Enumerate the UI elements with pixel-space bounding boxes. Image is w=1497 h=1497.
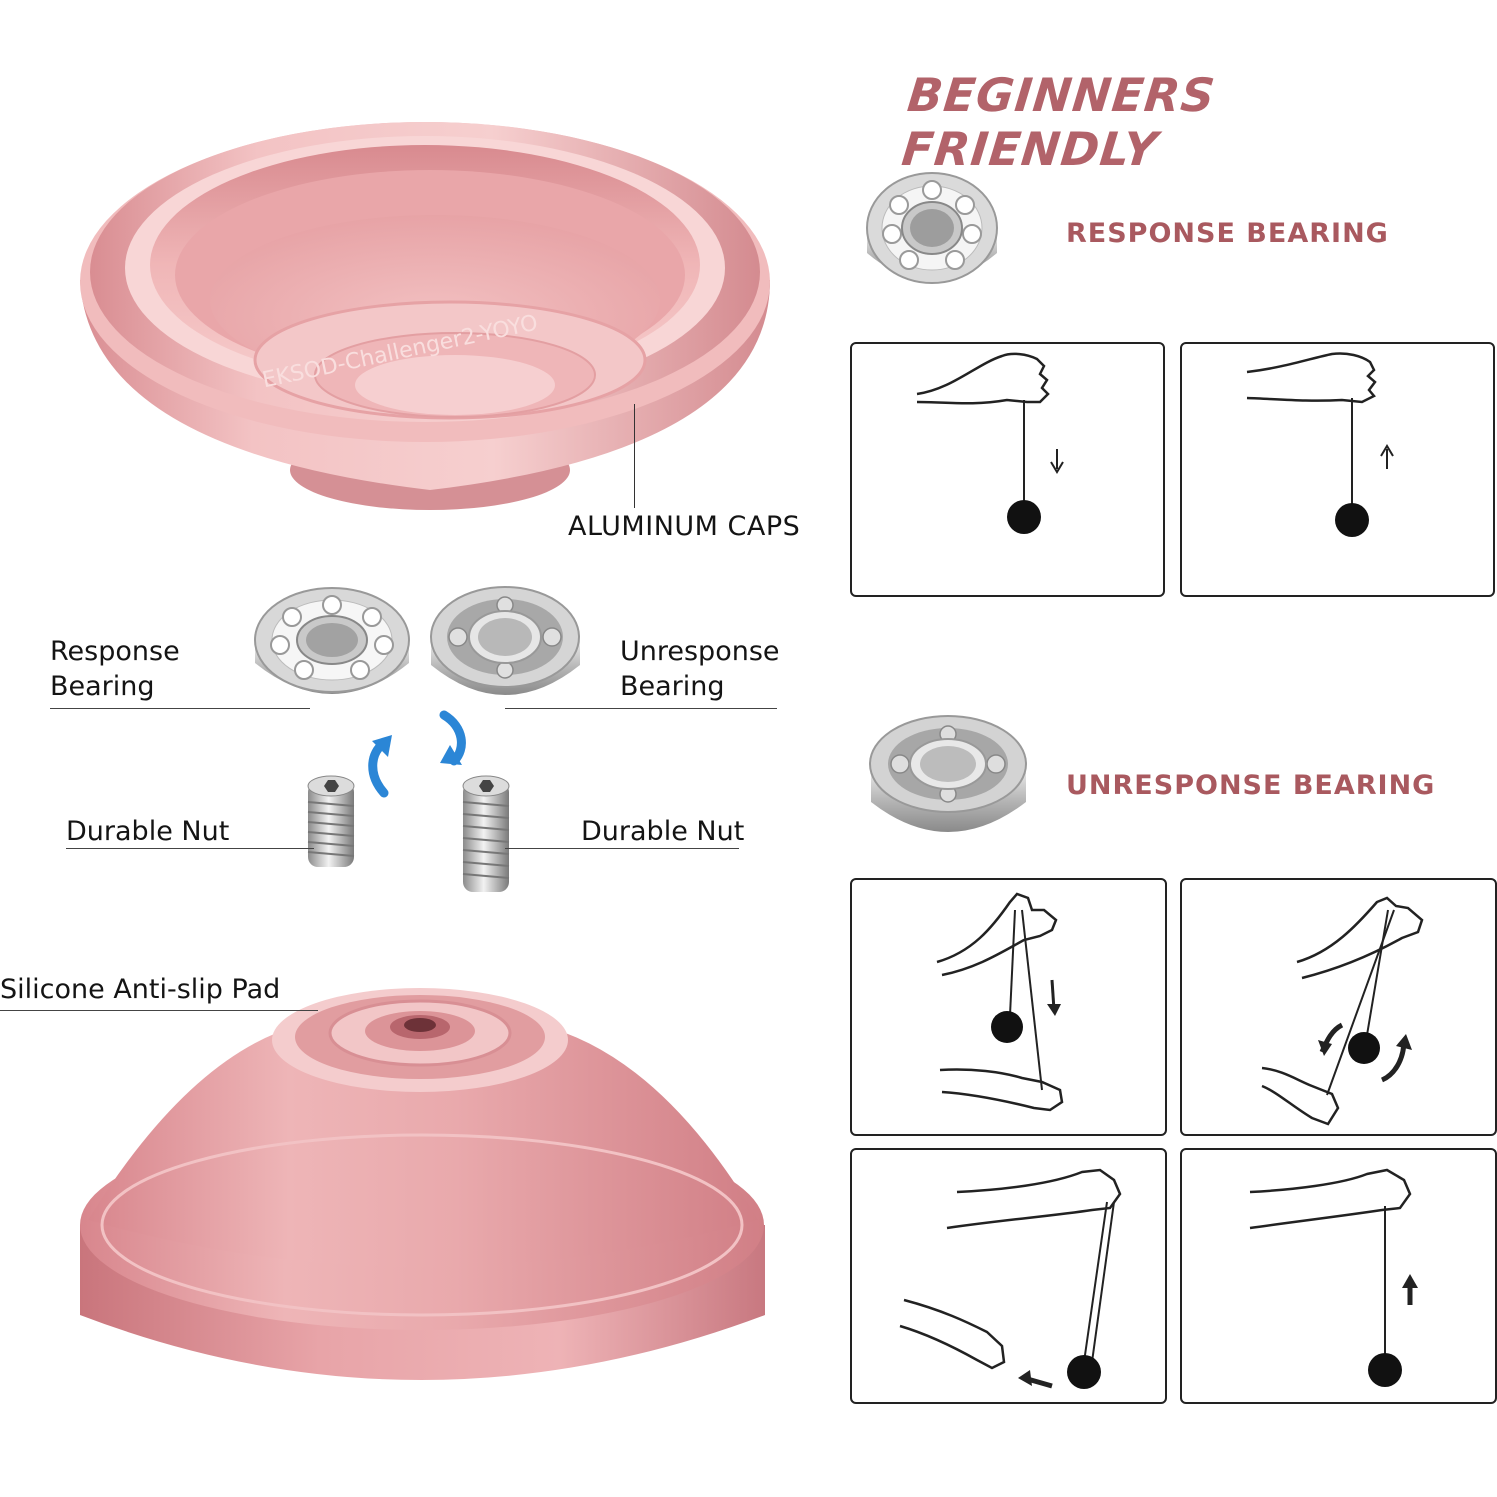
ball-bearing-icon <box>869 715 1027 832</box>
ball-bearing-icon <box>866 172 998 284</box>
set-screw-icon <box>307 775 355 867</box>
unresponse-bearing-label-line1: Unresponse <box>620 636 780 667</box>
unresponse-bearing-rule <box>505 708 777 709</box>
set-screw-icon <box>462 775 510 892</box>
aluminum-cap-bottom-image <box>80 988 765 1380</box>
durable-nut-right-label: Durable Nut <box>581 816 745 847</box>
response-bearing-label: Response Bearing <box>50 634 180 704</box>
headline-beginners-friendly: BEGINNERS FRIENDLY <box>899 68 1219 176</box>
unresponse-step-4-panel <box>1180 1148 1497 1404</box>
unresponse-step-1-panel <box>850 878 1167 1136</box>
durable-nut-left-label: Durable Nut <box>66 816 230 847</box>
durable-nut-right-rule <box>505 848 739 849</box>
aluminum-cap-top-image: EKSOD-Challenger2-YOYO <box>80 122 770 510</box>
unresponse-step-2-panel <box>1180 878 1497 1136</box>
response-bearing-label-line1: Response <box>50 636 180 667</box>
unresponse-bearing-image <box>430 586 580 695</box>
response-step-1-panel <box>850 342 1165 597</box>
unresponse-step-3-panel <box>850 1148 1167 1404</box>
durable-nut-left-rule <box>66 848 314 849</box>
curved-arrow-icon <box>368 710 466 798</box>
curved-arrow-icon <box>1261 896 1424 1126</box>
aluminum-caps-leader <box>634 404 635 508</box>
hand-throw-down-icon <box>916 352 1064 534</box>
unresponse-bearing-label: Unresponse Bearing <box>620 634 780 704</box>
hand-pull-up-icon <box>1249 1168 1418 1387</box>
hand-pull-up-icon <box>1246 352 1394 537</box>
hand-pull-up-icon <box>899 1168 1122 1389</box>
response-step-2-panel <box>1180 342 1495 597</box>
unresponse-bearing-heading: UNRESPONSE BEARING <box>1066 770 1436 801</box>
hand-throw-down-icon <box>936 892 1064 1112</box>
response-bearing-label-line2: Bearing <box>50 671 155 702</box>
silicone-pad-rule <box>0 1010 318 1011</box>
response-bearing-image <box>254 587 410 694</box>
silicone-pad-label: Silicone Anti-slip Pad <box>0 974 281 1005</box>
aluminum-caps-label: ALUMINUM CAPS <box>568 511 801 542</box>
unresponse-bearing-label-line2: Bearing <box>620 671 725 702</box>
response-bearing-heading: RESPONSE BEARING <box>1066 218 1389 249</box>
response-bearing-rule <box>50 708 310 709</box>
